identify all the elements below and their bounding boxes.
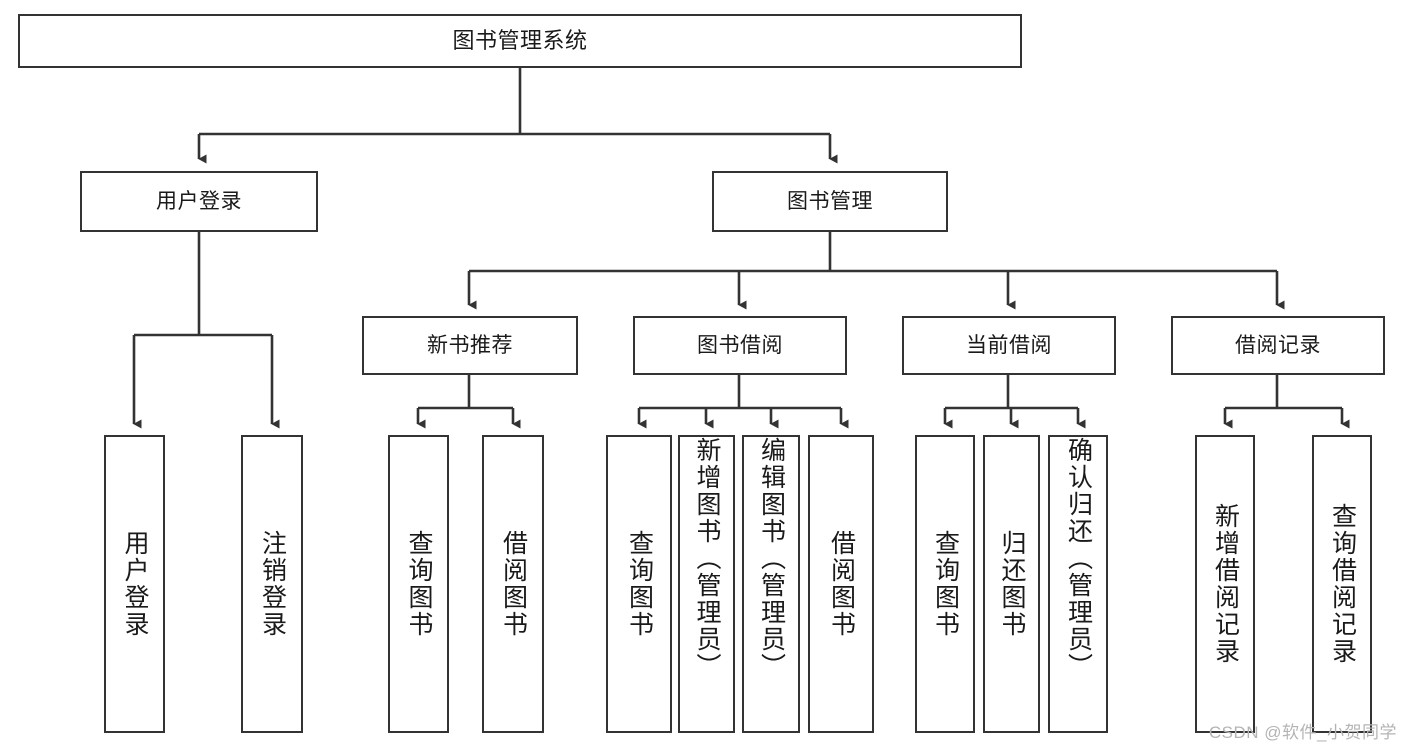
node-leaf-confirm-return-admin[interactable]: 确认归还（管理员） xyxy=(1048,435,1108,733)
node-current-borrowing[interactable]: 当前借阅 xyxy=(902,316,1116,375)
node-label: 图书借阅 xyxy=(697,333,783,357)
node-label: 查询借阅记录 xyxy=(1328,503,1357,665)
node-label: 借阅图书 xyxy=(827,530,856,638)
node-user-login[interactable]: 用户登录 xyxy=(80,171,318,232)
node-label: 图书管理系统 xyxy=(452,27,588,53)
node-leaf-add-borrow-record[interactable]: 新增借阅记录 xyxy=(1195,435,1255,733)
node-leaf-query-book-recommendation[interactable]: 查询图书 xyxy=(388,435,449,733)
node-new-book-recommendation[interactable]: 新书推荐 xyxy=(362,316,578,375)
node-leaf-query-borrow-record[interactable]: 查询借阅记录 xyxy=(1312,435,1372,733)
node-leaf-borrow-book-recommendation[interactable]: 借阅图书 xyxy=(482,435,544,733)
node-leaf-borrow-book-borrowing[interactable]: 借阅图书 xyxy=(808,435,874,733)
node-label: 借阅记录 xyxy=(1235,333,1321,357)
node-label: 当前借阅 xyxy=(966,333,1052,357)
node-label: 查询图书 xyxy=(625,530,654,638)
node-leaf-query-book-borrowing[interactable]: 查询图书 xyxy=(606,435,672,733)
node-label: 归还图书 xyxy=(998,530,1026,638)
node-label: 用户登录 xyxy=(156,189,242,213)
node-label: 注销登录 xyxy=(258,530,287,638)
csdn-watermark: CSDN @软件_小贺同学 xyxy=(1208,723,1397,742)
node-label: 借阅图书 xyxy=(499,530,528,638)
node-label: 查询图书 xyxy=(931,530,960,638)
node-leaf-logout[interactable]: 注销登录 xyxy=(241,435,303,733)
node-book-borrowing[interactable]: 图书借阅 xyxy=(633,316,847,375)
node-label: 查询图书 xyxy=(405,530,433,638)
node-label: 图书管理 xyxy=(787,189,873,213)
node-label: 新增借阅记录 xyxy=(1211,503,1240,665)
node-label: 新增图书（管理员） xyxy=(693,437,721,680)
node-leaf-edit-book-admin[interactable]: 编辑图书（管理员） xyxy=(742,435,800,733)
node-leaf-return-book[interactable]: 归还图书 xyxy=(983,435,1040,733)
node-book-management[interactable]: 图书管理 xyxy=(712,171,948,232)
node-leaf-add-book-admin[interactable]: 新增图书（管理员） xyxy=(678,435,735,733)
node-borrow-record[interactable]: 借阅记录 xyxy=(1171,316,1385,375)
node-root-book-management-system[interactable]: 图书管理系统 xyxy=(18,14,1022,68)
node-label: 确认归还（管理员） xyxy=(1064,437,1093,680)
node-label: 编辑图书（管理员） xyxy=(757,437,786,680)
node-leaf-user-login[interactable]: 用户登录 xyxy=(104,435,165,733)
node-leaf-query-book-current[interactable]: 查询图书 xyxy=(915,435,975,733)
node-label: 新书推荐 xyxy=(427,333,513,357)
node-label: 用户登录 xyxy=(121,530,149,638)
